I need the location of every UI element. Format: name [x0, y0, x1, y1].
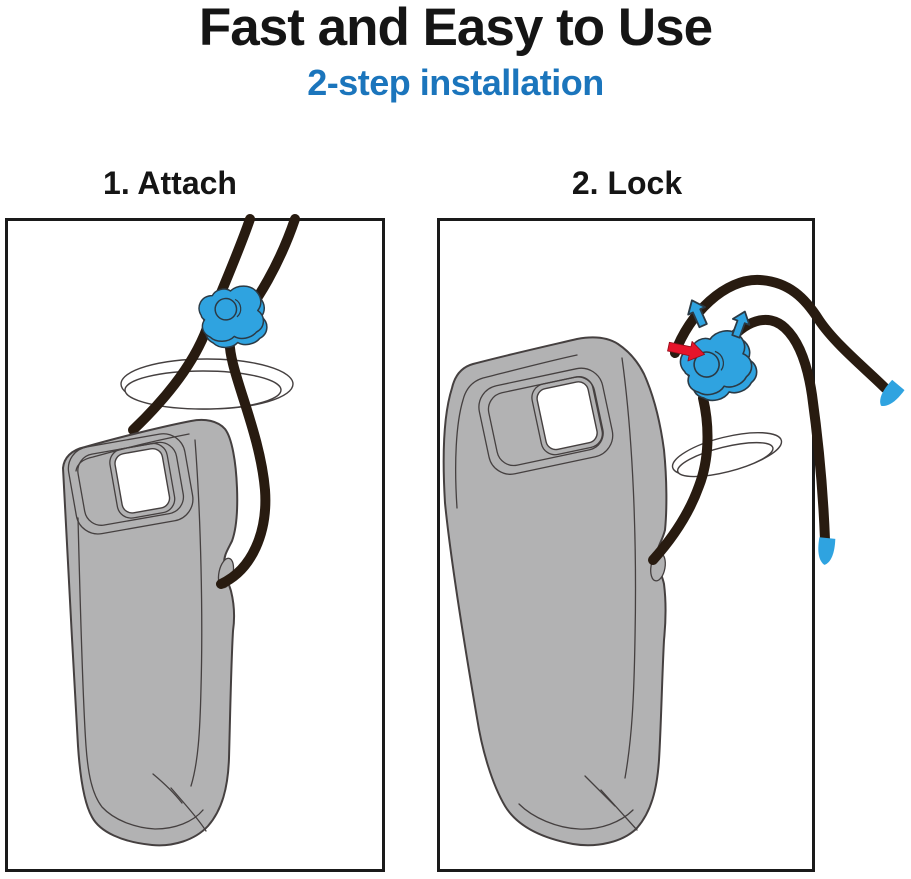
device-body — [442, 336, 668, 847]
device-body — [62, 418, 239, 847]
step-2-label: 2. Lock — [571, 165, 683, 201]
step-1-illustration — [5, 214, 385, 872]
page-title: Fast and Easy to Use — [198, 0, 713, 57]
lanyard-cord — [722, 314, 830, 545]
device-window — [478, 367, 614, 475]
lanyard-cord — [216, 214, 300, 589]
cord-lock-toggle — [196, 283, 270, 351]
mounting-plate — [120, 358, 294, 410]
toggle-button — [214, 297, 238, 321]
page-subtitle: 2-step installation — [307, 62, 604, 103]
device-window — [67, 433, 194, 535]
cord-tip — [816, 537, 836, 566]
press-arrow-icon — [667, 341, 706, 362]
lanyard-cord — [648, 393, 713, 565]
step-2-illustration — [437, 218, 905, 872]
step-1-label: 1. Attach — [103, 165, 237, 201]
